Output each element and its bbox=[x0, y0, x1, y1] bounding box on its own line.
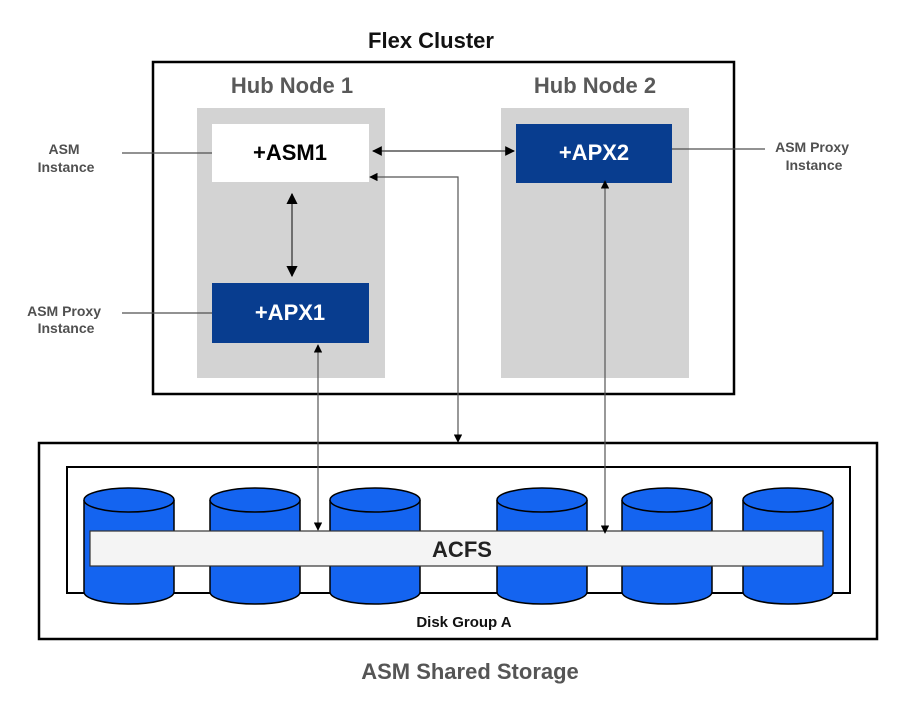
apx2-instance-label: +APX2 bbox=[559, 140, 629, 165]
cluster-title: Flex Cluster bbox=[368, 28, 494, 53]
asm-proxy-right-callout: ASM Proxy Instance bbox=[775, 139, 853, 173]
acfs-label: ACFS bbox=[432, 537, 492, 562]
hub-node-1-label: Hub Node 1 bbox=[231, 73, 353, 98]
apx1-instance-box bbox=[212, 283, 369, 343]
asm-shared-storage-label: ASM Shared Storage bbox=[361, 659, 579, 684]
hub-node-2-label: Hub Node 2 bbox=[534, 73, 656, 98]
asm1-instance-label: +ASM1 bbox=[253, 140, 327, 165]
disk-group-enclosure bbox=[66, 466, 851, 594]
acfs-bar bbox=[89, 530, 824, 567]
asm-instance-callout: ASM Instance bbox=[38, 141, 95, 175]
apx2-instance-box bbox=[516, 124, 672, 183]
asm1-storage-connector bbox=[369, 172, 463, 443]
apx1-instance-label: +APX1 bbox=[255, 300, 325, 325]
asm1-instance-box bbox=[212, 124, 369, 182]
asm-proxy-left-callout: ASM Proxy Instance bbox=[27, 303, 105, 336]
disk-group-label: Disk Group A bbox=[416, 614, 511, 631]
